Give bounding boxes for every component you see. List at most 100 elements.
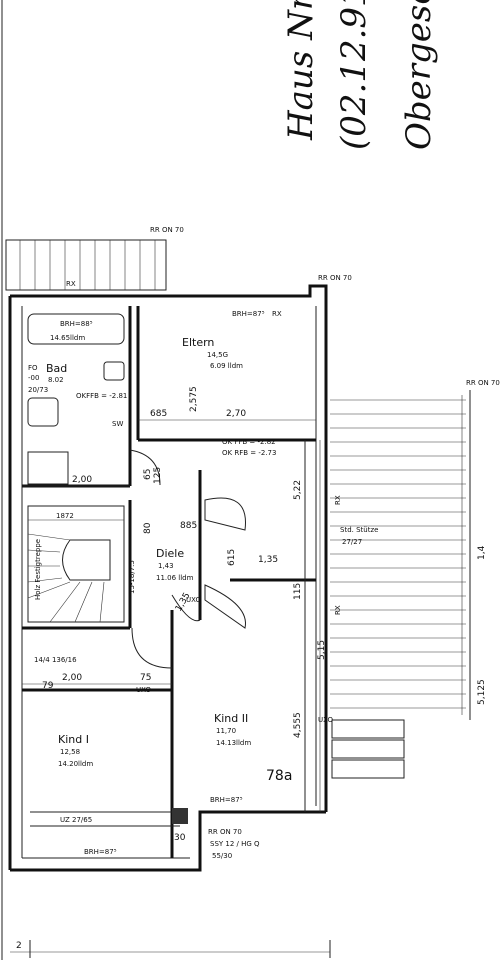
dim-5-22: 5,22 [293,480,303,500]
chimney-block [172,808,188,824]
dim-885: 885 [180,521,197,531]
header-title: Haus Nr. [281,0,321,141]
stair-frame [27,505,125,623]
room-eltern-name: Eltern [182,336,214,349]
brh-kind1-label: BRH=87⁵ [84,848,117,856]
doors [129,449,246,669]
dim-kind1-2-00: 2,00 [62,673,82,683]
top-balcony: RR ON 70 RX [5,226,184,291]
bottom-edge-marks [10,940,331,958]
shower-tray [27,451,69,485]
dim-stair-rise: 15-18/7.5 [128,560,136,594]
dim-5-15: 5,15 [317,640,327,660]
unit-number: 78a [266,768,292,784]
dim-115: 115 [293,583,303,600]
toilet [103,361,125,381]
room-kind2-area2: 14.13lldm [216,739,251,747]
right-lower-boxes [331,719,405,779]
room-bad-name: Bad [46,362,67,375]
washbasin [27,397,59,427]
header-floor: Obergesc [399,0,439,150]
right-balcony: RR ON 70 RR ON 70 1,4 5,125 Std. Stütze … [318,274,500,779]
right-balcony-hatch-lines [330,399,466,709]
door-eltern-swing [204,497,246,531]
door-diele-swing [171,594,201,622]
dim-5-125: 5,125 [477,679,487,705]
bottom-area: UZ 27/65 RR ON 70 SSY 12 / HG Q 55/30 30… [30,596,333,860]
stair-label: Holz Festigtreppe [34,539,42,600]
dimension-lines: 2,575 685 2,70 5,22 2,00 75 79 4,555 5,1… [16,386,327,951]
ssy-label: SSY 12 / HG Q [210,840,260,848]
dim-685: 685 [150,409,167,419]
dim-75: 75 [140,673,151,683]
top-balcony-frame [5,239,167,291]
rr-label-bottom: RR ON 70 [208,828,242,836]
room-kind2-name: Kind II [214,712,248,725]
rx-label-eltern: RX [272,310,282,318]
uxo-label-2: UXO [186,596,201,604]
dim-79: 79 [42,681,54,691]
rr-label-mid: RR ON 70 [318,274,352,282]
dim-bad-2-00: 2,00 [72,475,92,485]
okffb-eltern: OK FFB = -2.82 [222,438,276,446]
rx-label-right-2: RX [334,605,342,615]
dim-615: 615 [227,549,237,566]
okffb-bad: OKFFB = -2.81 [76,392,127,400]
uz-label: UZ 27/65 [60,816,92,824]
uxo-label-1: UXO [136,686,151,694]
uxo-label-3: UXO [318,716,333,724]
header-title-group: Haus Nr. (02.12.91) Obergesc [281,0,439,150]
door-bad-swing [129,449,161,486]
door-kind2-swing [204,584,246,629]
std-stuetze-sub: 27/27 [342,538,362,546]
bathroom-fixtures: BRH=88⁵ 14.65lldm Bad 8.02 FO -00 20/73 … [27,313,127,485]
kind1-frame-label: 14/4 136/16 [34,656,77,664]
bathtub [27,313,125,345]
room-kind1-name: Kind I [58,733,89,746]
dim-2-70: 2,70 [226,409,246,419]
room-bad-fo: FO [28,364,38,372]
room-labels: Eltern 14,5G 6.09 lldm OK FFB = -2.82 OK… [34,310,292,804]
dim-2-575: 2,575 [189,386,199,412]
dim-1-4: 1,4 [477,545,487,560]
outer-wall-north [10,284,328,298]
room-eltern-area2: 6.09 lldm [210,362,243,370]
ssy-sub: 55/30 [212,852,232,860]
rx-label-top: RX [66,280,76,288]
room-diele-area1: 1,43 [158,562,174,570]
dim-4-555: 4,555 [293,712,303,738]
rx-label-right-1: RX [334,495,342,505]
brh-kind2-label: BRH=87⁵ [210,796,243,804]
dim-125: 125 [153,467,163,484]
room-diele-name: Diele [156,547,184,560]
rr-label-right: RR ON 70 [466,379,500,387]
stair-well [62,539,111,581]
room-kind1-area1: 12,58 [60,748,80,756]
dim-30: 30 [174,833,186,843]
outer-walls [8,284,328,872]
door-kind1-swing [131,627,173,669]
outer-wall-south [10,810,326,872]
room-kind2-area1: 11,70 [216,727,236,735]
room-bad-area: 8.02 [48,376,64,384]
stair-number: 1872 [56,512,74,520]
room-eltern-area1: 14,5G [207,351,228,359]
dim-bottom-2: 2 [16,941,22,951]
room-bad-fo2: -00 [28,374,39,382]
dim-80: 80 [143,522,153,534]
std-stuetze-label: Std. Stütze [340,526,378,534]
staircase: Holz Festigtreppe 1872 [27,505,125,623]
brh-top-label: BRH=87⁵ [232,310,265,318]
rr-label-top: RR ON 70 [150,226,184,234]
room-diele-area2: 11.06 lldm [156,574,194,582]
sw-label: SW [112,420,123,428]
room-bad-extra: 20/73 [28,386,48,394]
dim-65: 65 [143,469,153,480]
stair-treads [27,519,124,623]
bathtub-area: 14.65lldm [50,334,85,342]
header-date: (02.12.91) [334,0,374,150]
dim-1-35: 1,35 [258,555,278,565]
okrfb-eltern: OK RFB = -2.73 [222,449,276,457]
brh-bath-label: BRH=88⁵ [60,320,93,328]
